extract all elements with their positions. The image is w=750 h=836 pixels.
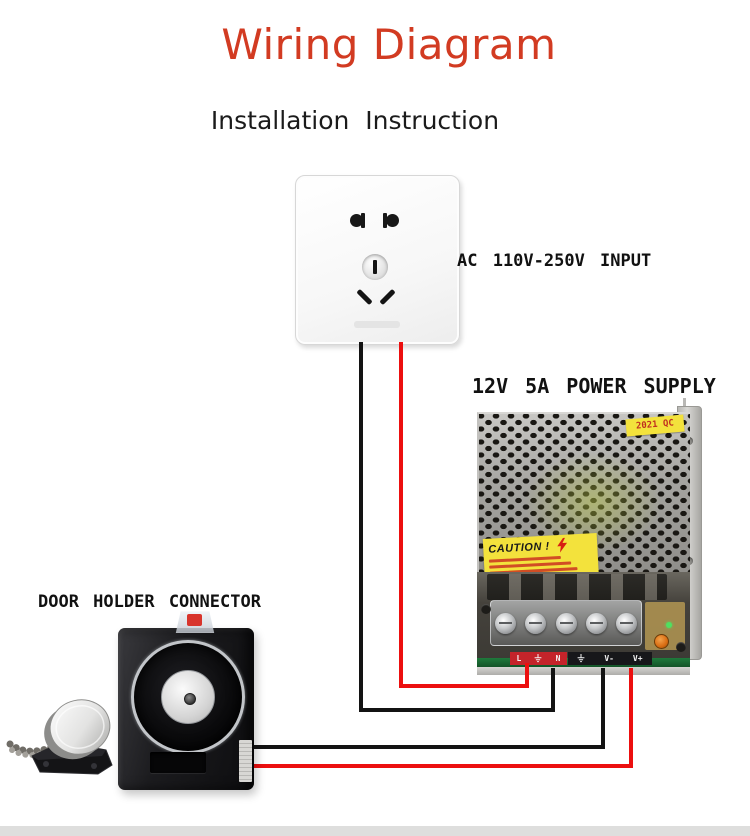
case-screw [481,604,491,614]
wire-vplus-vertical [629,668,633,768]
caution-text: CAUTION ! [487,540,550,556]
terminal-label-l: L [516,654,522,663]
photo-floor-band [0,826,750,836]
wire-ac-black-horizontal [359,708,555,712]
terminal-label-n: N [555,654,561,663]
door-holder-body [118,611,254,790]
power-supply-label: 12V 5A POWER SUPPLY [472,374,716,398]
psu-terminal-posts [487,574,667,600]
wire-vminus-horizontal [250,745,605,749]
socket-angled-slot-right [379,288,396,306]
voltage-adjust-potentiometer [654,634,669,649]
caution-sticker: CAUTION ! [482,533,600,589]
core-center-screw [184,693,196,705]
door-holder-side-label [239,740,252,782]
wire-ac-red-horizontal [399,684,529,688]
electromagnet-face [131,640,245,754]
terminal-label-vminus: V- [604,654,614,663]
socket-flat-pin-hole-left [350,213,367,229]
wire-ac-black-riser [551,668,555,712]
wire-ac-red-vertical [399,342,403,688]
electromagnet-core [161,670,215,724]
power-led [666,622,672,628]
wire-vminus-vertical [601,668,605,749]
ac-input-label: AC 110V-250V INPUT [457,251,652,271]
armature-plate-assembly [2,692,130,794]
subtitle: Installation Instruction [210,106,500,135]
qc-sticker: 2021 QC [625,414,685,437]
terminal-screw [495,612,516,634]
case-screw [676,642,686,652]
terminal-screw [616,612,637,634]
terminal-label-vplus: V+ [632,654,643,663]
psu-case-bottom [477,667,690,675]
armature-disc [49,699,111,755]
psu-terminal-block [490,600,642,646]
terminal-screw [555,612,577,634]
socket-brand-mark [354,321,400,328]
power-supply-unit: 2021 QC CAUTION ! [477,398,702,675]
wire-vplus-horizontal [247,764,633,768]
psu-front-panel: L N V- V+ [477,572,690,675]
ground-icon [534,654,542,663]
psu-mesh-top: 2021 QC CAUTION ! [477,412,690,589]
release-button [175,611,215,633]
socket-flat-pin-hole-right [382,213,399,229]
door-holder-label: DOOR HOLDER CONNECTOR [38,592,261,612]
door-holder-recess [150,752,206,773]
wire-ac-red-riser [525,663,529,688]
page-title: Wiring Diagram [221,20,557,69]
ground-icon [577,654,585,663]
lightning-icon [557,537,568,554]
ac-wall-socket [295,175,460,345]
terminal-screw [525,612,547,634]
wire-ac-black-vertical [359,342,363,712]
socket-angled-slot-left [356,288,373,306]
dc-terminal-strip: V- V+ [568,652,652,665]
ac-terminal-strip: L N [510,652,567,665]
terminal-screw [585,612,607,634]
socket-round-pin-recess [362,254,388,280]
release-button-cap [187,614,202,626]
